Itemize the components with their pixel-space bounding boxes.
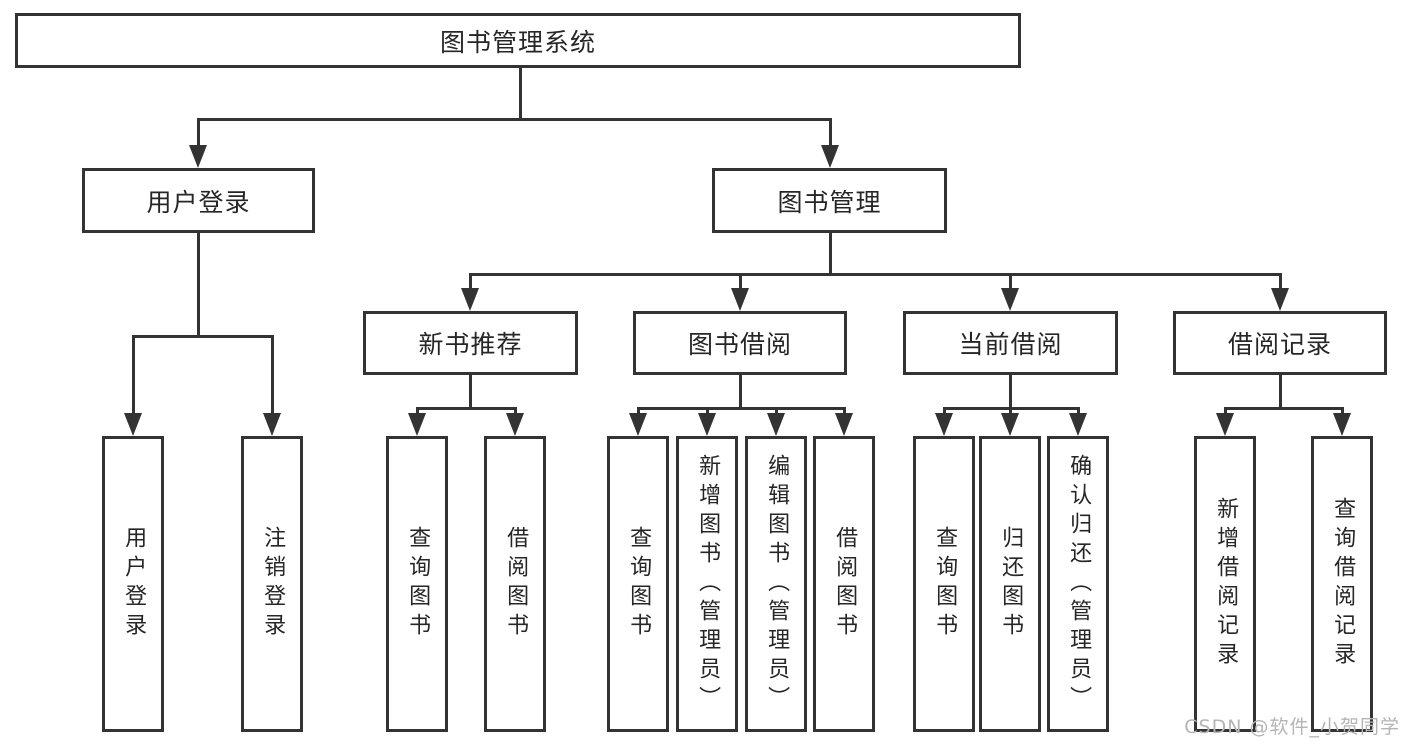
arrowhead-leaf-d3 [1069,413,1087,436]
connector-user-login-shaft [197,118,200,148]
arrowhead-leaf-e2 [1333,413,1351,436]
arrowhead-user-login [189,145,207,168]
node-label: 图书借阅 [687,330,792,359]
connector-l3-borrow-shaft [739,273,742,290]
leaf-confirm-return-admin: 确认归还（管理员） [1047,436,1109,732]
arrowhead-leaf-c3 [767,413,785,436]
connector-userlogin-bar [132,335,274,338]
connector-borrow-bar [637,407,846,410]
node-label: 查询图书 [626,526,652,642]
node-label: 借阅图书 [832,526,858,642]
node-label: 新增借阅记录 [1213,497,1239,671]
arrowhead-leaf-d2 [1001,413,1019,436]
connector-l3-current-shaft [1009,273,1012,290]
arrowhead-leaf-c2 [698,413,716,436]
node-library-system: 图书管理系统 [15,13,1021,68]
connector-leaf-c3-shaft [775,407,778,415]
connector-leaf-c4-shaft [843,407,846,415]
connector-leaf-d2-shaft [1009,407,1012,415]
connector-leaf-user-login-shaft [132,335,135,415]
leaf-add-book-admin: 新增图书（管理员） [676,436,738,732]
leaf-query-books-current: 查询图书 [913,436,975,732]
connector-records-drop [1279,375,1282,407]
connector-leaf-c2-shaft [706,407,709,415]
node-label: 查询图书 [405,526,431,642]
connector-leaf-b1-shaft [416,407,419,415]
arrowhead-l3-borrow [731,288,749,311]
connector-l3-records-shaft [1279,273,1282,290]
leaf-query-books-borrow: 查询图书 [607,436,669,732]
node-book-borrowing: 图书借阅 [633,311,847,375]
node-user-login: 用户登录 [82,168,315,233]
node-new-book-recommendation: 新书推荐 [363,311,578,375]
connector-current-drop [1009,375,1012,407]
leaf-query-books-recommend: 查询图书 [386,436,448,732]
connector-records-bar [1224,407,1344,410]
arrowhead-book-mgmt [821,145,839,168]
node-label: 编辑图书（管理员） [764,453,790,715]
connector-leaf-logout-shaft [271,335,274,415]
node-label: 用户登录 [146,187,251,217]
node-label: 确认归还（管理员） [1066,453,1092,715]
watermark: CSDN @软件_小贺同学 [1184,716,1400,738]
node-borrowing-records: 借阅记录 [1173,311,1387,375]
node-label: 注销登录 [260,526,286,642]
connector-recommend-bar [416,407,517,410]
connector-bookmgmt-bar [469,273,1282,276]
node-book-management: 图书管理 [712,168,947,233]
node-label: 新增图书（管理员） [695,453,721,715]
node-label: 借阅图书 [503,526,529,642]
connector-leaf-c1-shaft [637,407,640,415]
connector-bookmgmt-drop [829,233,832,273]
leaf-borrow-books: 借阅图书 [813,436,875,732]
leaf-logout: 注销登录 [241,436,303,732]
connector-leaf-e2-shaft [1341,407,1344,415]
arrowhead-leaf-d1 [935,413,953,436]
connector-recommend-drop [469,375,472,407]
arrowhead-leaf-b1 [408,413,426,436]
leaf-edit-book-admin: 编辑图书（管理员） [745,436,807,732]
arrowhead-l3-records [1271,288,1289,311]
arrowhead-leaf-c4 [835,413,853,436]
node-label: 图书管理 [777,187,882,217]
leaf-user-login: 用户登录 [102,436,164,732]
connector-leaf-d3-shaft [1077,407,1080,415]
connector-l3-recommend-shaft [469,273,472,290]
connector-book-mgmt-shaft [829,118,832,148]
connector-root-bar [197,118,832,121]
arrowhead-l3-recommend [461,288,479,311]
connector-userlogin-drop [197,233,200,335]
connector-leaf-d1-shaft [943,407,946,415]
node-label: 用户登录 [121,526,147,642]
node-label: 当前借阅 [958,330,1063,359]
node-current-borrowing: 当前借阅 [903,311,1118,375]
node-label: 新书推荐 [418,330,523,359]
leaf-borrow-books-recommend: 借阅图书 [484,436,546,732]
leaf-return-book: 归还图书 [979,436,1041,732]
node-label: 查询借阅记录 [1330,497,1356,671]
node-label: 归还图书 [998,526,1024,642]
leaf-add-borrow-record: 新增借阅记录 [1194,436,1256,732]
arrowhead-leaf-logout [263,413,281,436]
connector-leaf-e1-shaft [1224,407,1227,415]
node-label: 借阅记录 [1227,330,1332,359]
arrowhead-l3-current [1001,288,1019,311]
arrowhead-leaf-c1 [629,413,647,436]
node-label: 查询图书 [932,526,958,642]
connector-borrow-drop [739,375,742,407]
arrowhead-leaf-user-login [124,413,142,436]
arrowhead-leaf-b2 [506,413,524,436]
arrowhead-leaf-e1 [1216,413,1234,436]
connector-leaf-b2-shaft [514,407,517,415]
node-label: 图书管理系统 [439,27,596,57]
leaf-query-borrow-record: 查询借阅记录 [1311,436,1373,732]
connector-root-drop [519,68,522,118]
